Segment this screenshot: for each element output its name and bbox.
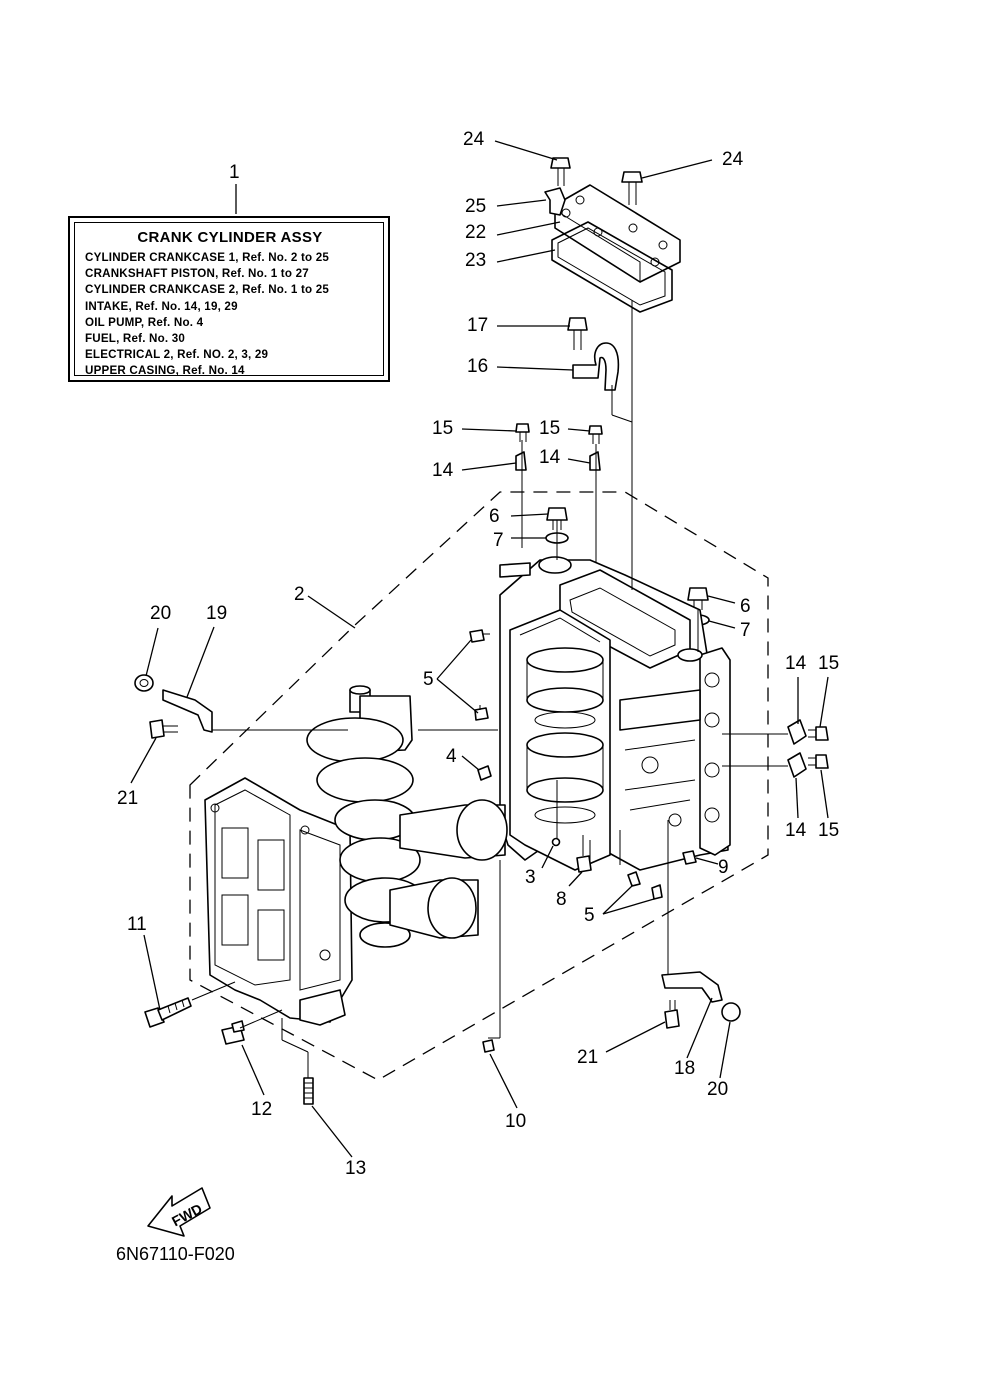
callout-11: 11 <box>127 914 147 935</box>
gasket-23 <box>551 221 673 313</box>
callout-7-right: 7 <box>740 620 751 641</box>
callout-21-right: 21 <box>577 1047 598 1068</box>
callout-10: 10 <box>505 1111 526 1132</box>
callout-15-right-lower: 15 <box>818 820 839 841</box>
callout-18: 18 <box>674 1058 695 1079</box>
callout-8: 8 <box>556 889 567 910</box>
label-line: OIL PUMP, Ref. No. 4 <box>85 315 204 329</box>
callout-9: 9 <box>718 857 729 878</box>
callout-14-right-upper: 14 <box>785 653 807 674</box>
callout-17: 17 <box>467 315 488 336</box>
callout-24-left: 24 <box>463 129 485 150</box>
crankshaft <box>306 685 508 948</box>
callout-14-right-lower: 14 <box>785 820 807 841</box>
crankcase <box>204 777 353 1026</box>
bracket-19 <box>162 689 213 733</box>
callout-21-left: 21 <box>117 788 138 809</box>
fitting-5-middle <box>474 705 489 721</box>
plug-4 <box>477 765 492 781</box>
bracket-18 <box>661 971 723 1003</box>
callout-20-right: 20 <box>707 1079 728 1100</box>
screw-15-top-right <box>588 425 603 444</box>
clip-14-right-lower <box>787 752 807 778</box>
grommet-20-right <box>721 1002 741 1022</box>
callout-labels: 1 2 3 4 5 5 6 6 7 7 8 9 10 11 12 13 14 1… <box>117 129 839 1179</box>
callout-12: 12 <box>251 1099 272 1120</box>
callout-3: 3 <box>525 867 536 888</box>
callout-6-right: 6 <box>740 596 751 617</box>
screw-15-right-upper <box>808 726 829 741</box>
callout-2: 2 <box>294 584 305 605</box>
dowel-8 <box>576 855 592 873</box>
extra-callout-layer: 5 <box>0 0 1 1</box>
cylinder-block <box>499 556 731 871</box>
assembly-boundary <box>189 491 769 1081</box>
clip-14-right-upper <box>787 719 807 745</box>
callout-15-top-left: 15 <box>432 418 453 439</box>
callout-14-top-left: 14 <box>432 460 454 481</box>
bolt-21-left <box>149 719 178 739</box>
clip-14-top-right <box>589 451 601 471</box>
screw-15-top-left <box>515 423 530 442</box>
callout-6-top: 6 <box>489 506 500 527</box>
callout-19: 19 <box>206 603 227 624</box>
grommet-20-left <box>134 674 154 692</box>
cover-plate-22 <box>554 184 681 283</box>
callout-15-right-upper: 15 <box>818 653 839 674</box>
callout-1: 1 <box>229 162 240 183</box>
clamp-16 <box>572 342 620 391</box>
label-line: FUEL, Ref. No. 30 <box>85 332 186 346</box>
callout-14-top-right: 14 <box>539 447 561 468</box>
bolt-17 <box>567 317 588 350</box>
plug-12 <box>221 1020 245 1045</box>
label-line: INTAKE, Ref. No. 14, 19, 29 <box>85 299 238 313</box>
fitting-5-lower-a <box>627 871 641 887</box>
callout-23: 23 <box>465 250 486 271</box>
assembly-label-box: CRANK CYLINDER ASSY CYLINDER CRANKCASE 1… <box>68 216 390 382</box>
callout-7-top: 7 <box>493 530 504 551</box>
screw-15-right-lower <box>808 754 829 769</box>
figure-code: 6N67110-F020 <box>116 1244 235 1264</box>
callout-4: 4 <box>446 746 457 767</box>
label-title: CRANK CYLINDER ASSY <box>137 229 323 246</box>
callout-13: 13 <box>345 1158 366 1179</box>
elbow-fitting-25 <box>544 187 566 216</box>
callout-20-left: 20 <box>150 603 171 624</box>
dowel-10 <box>482 1039 495 1053</box>
pin-3 <box>551 837 561 847</box>
fitting-5-lower-b <box>651 884 663 900</box>
label-line: ELECTRICAL 2, Ref. NO. 2, 3, 29 <box>85 348 269 362</box>
fwd-direction-arrow: FWD <box>147 1187 211 1237</box>
fitting-5-upper <box>469 629 490 643</box>
label-line: CYLINDER CRANKCASE 2, Ref. No. 1 to 25 <box>85 283 330 297</box>
callout-5-left: 5 <box>423 669 434 690</box>
label-line: CYLINDER CRANKCASE 1, Ref. No. 2 to 25 <box>85 251 330 264</box>
assembly-guide-lines <box>191 300 788 1078</box>
label-line: UPPER CASING, Ref. No. 14 <box>85 364 245 378</box>
callout-22: 22 <box>465 222 486 243</box>
leader-lines <box>130 140 829 1158</box>
callout-5-bottom: 5 <box>584 905 595 926</box>
callout-24-right: 24 <box>722 149 744 170</box>
label-line: CRANKSHAFT PISTON, Ref. No. 1 to 27 <box>85 267 309 281</box>
bolt-21-right <box>664 1000 680 1029</box>
bolt-24-left <box>550 157 571 186</box>
assembly-label-inner: CRANK CYLINDER ASSY CYLINDER CRANKCASE 1… <box>74 222 384 378</box>
callout-25: 25 <box>465 196 486 217</box>
stud-13 <box>303 1077 314 1105</box>
bolt-24-right <box>621 171 643 205</box>
clip-14-top-left <box>515 451 527 471</box>
bolt-6-top <box>546 507 568 530</box>
plug-9 <box>682 850 697 865</box>
callout-15-top-right: 15 <box>539 418 560 439</box>
bolt-11 <box>144 997 192 1028</box>
callout-16: 16 <box>467 356 488 377</box>
